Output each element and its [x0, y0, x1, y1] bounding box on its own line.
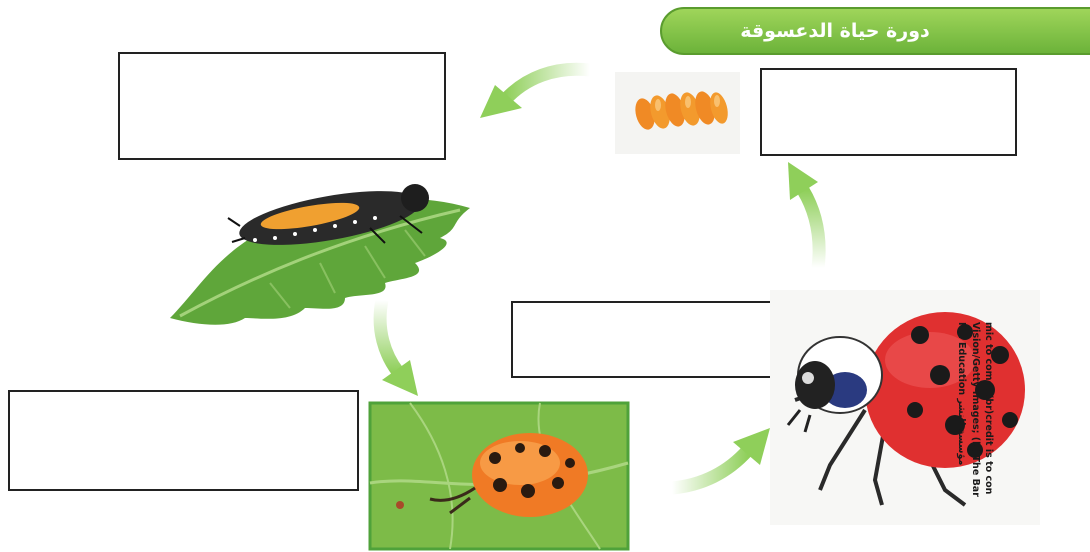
arrow-pupa-to-adult — [672, 428, 770, 488]
credit-line-3: mic to come; (br)credit is to con — [982, 322, 995, 497]
eggs-image — [615, 72, 740, 154]
arrow-adult-to-eggs — [788, 162, 819, 268]
pupa-image — [370, 403, 628, 549]
arrow-eggs-to-larva — [480, 69, 590, 118]
credit-line-2: Vision/Getty Images; (b) The Bart — [969, 322, 982, 497]
ladybug-image — [770, 290, 1040, 525]
credit-line-1: Ian Education مؤسسة للنشر — [955, 322, 968, 497]
image-credit: Ian Education مؤسسة للنشر Vision/Getty I… — [955, 322, 995, 497]
larva-image — [160, 168, 490, 328]
